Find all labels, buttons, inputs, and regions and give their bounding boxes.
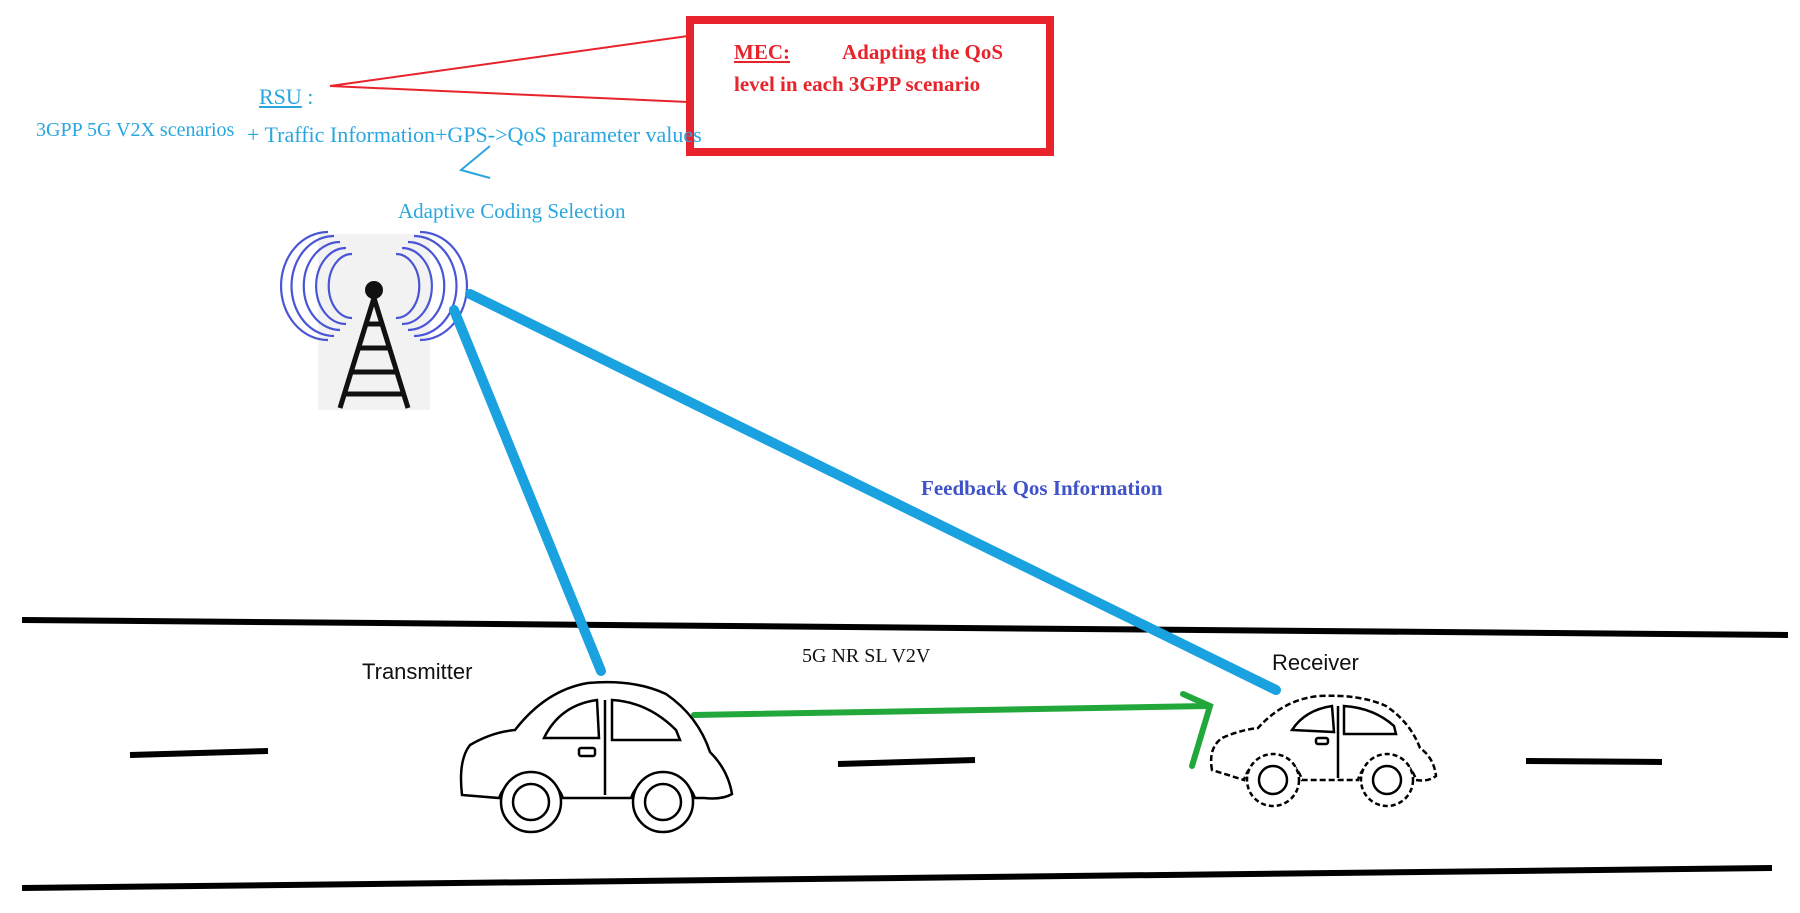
mec-line1: Adapting the QoS [842,40,1004,64]
lane-dash [1525,758,1663,765]
coding-arrow-icon [458,145,491,179]
rsu-title: RSU : [259,84,313,110]
mec-line2: level in each 3GPP scenario [734,72,981,96]
mec-callout-line [329,35,689,87]
receiver-car-icon [1209,694,1438,808]
road-top-edge [21,617,1789,638]
lane-dash [129,748,269,758]
mec-heading: MEC: Adapting the QoS [734,40,1003,65]
transmitter-label: Transmitter [362,659,473,684]
feedback-label: Feedback Qos Information [921,476,1163,500]
rsu-to-transmitter-link [449,305,606,676]
rsu-to-receiver-feedback-link [465,289,1281,695]
mec-box [686,16,1054,156]
antenna-tower-icon [279,230,469,410]
sidelink-label: 5G NR SL V2V [802,645,931,667]
rsu-scenarios: 3GPP 5G V2X scenarios [36,119,235,141]
adaptive-coding-label: Adaptive Coding Selection [398,199,626,223]
rsu-traffic-info: + Traffic Information+GPS->QoS parameter… [247,122,702,147]
sidelink-arrow [691,691,1214,769]
transmitter-car-icon [459,680,734,834]
rsu-title-colon: : [301,84,314,109]
receiver-label: Receiver [1272,650,1359,675]
mec-title: MEC: [734,40,790,64]
lane-dash [837,757,976,767]
rsu-title-text: RSU [259,84,302,109]
road-bottom-edge [21,865,1773,891]
mec-callout-line [329,85,689,103]
